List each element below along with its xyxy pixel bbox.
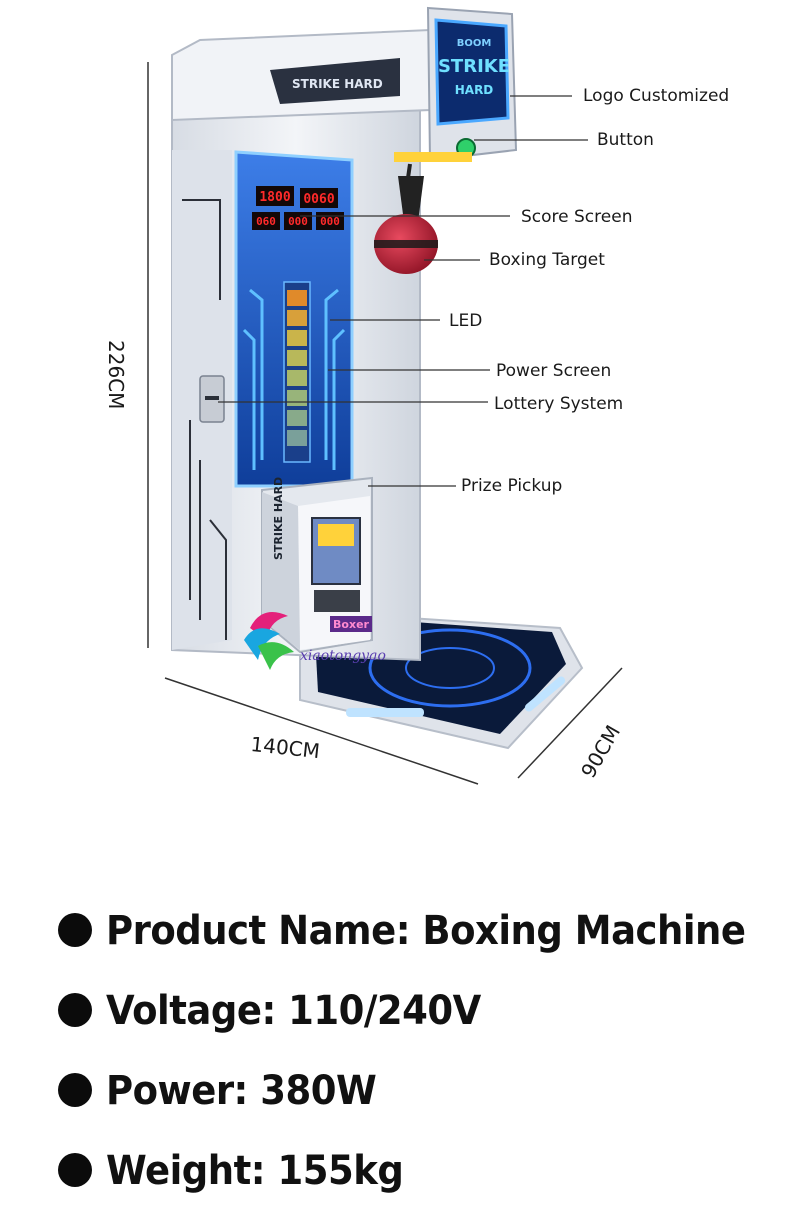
logo-screen: [434, 18, 510, 126]
callout-led: LED: [449, 311, 483, 331]
header-panel-text: STRIKE HARD: [292, 77, 383, 91]
width-dimension-line: [164, 677, 479, 785]
bullet-icon: [58, 993, 92, 1027]
header-panel: [270, 58, 400, 104]
score-punch-3: 000: [320, 215, 340, 228]
lottery-slot-opening: [205, 396, 219, 400]
platform-led-strip-right: [524, 676, 566, 712]
spec-item-voltage: Voltage: 110/240V: [58, 970, 778, 1050]
spec-item-power: Power: 380W: [58, 1050, 778, 1130]
callout-prize-pickup: Prize Pickup: [461, 476, 563, 496]
score-total: 1800: [259, 190, 290, 205]
bullet-icon: [58, 913, 92, 947]
callout-leaders: [218, 95, 588, 487]
logo-text-sub: HARD: [455, 83, 494, 97]
prize-side-text: STRIKE HARD: [272, 477, 285, 560]
callout-score-screen: Score Screen: [521, 207, 633, 227]
boxer-sign: Boxer: [333, 618, 369, 631]
callout-button: Button: [597, 130, 654, 150]
callout-power-screen: Power Screen: [496, 361, 612, 381]
spec-value: 110/240V: [288, 986, 481, 1034]
spec-label: Voltage:: [106, 986, 276, 1034]
score-digit-box: [300, 188, 338, 208]
power-meter: [283, 281, 311, 463]
score-digit-box: [256, 186, 294, 206]
spec-item-weight: Weight: 155kg: [58, 1130, 778, 1210]
dimension-height: 226CM: [104, 340, 128, 410]
bullet-icon: [58, 1073, 92, 1107]
score-highest: 0060: [303, 192, 334, 207]
led-strips: [242, 288, 346, 470]
score-digit-box: [252, 212, 280, 230]
bag-arm: [398, 176, 424, 222]
bag-band: [374, 240, 438, 248]
brand-watermark-logo: [244, 612, 294, 670]
score-punch-2: 000: [288, 215, 308, 228]
score-punch-1: 060: [256, 215, 276, 228]
platform-target-inner: [405, 647, 495, 689]
header-underglow: [394, 152, 472, 162]
spec-label: Product Name:: [106, 906, 411, 954]
spec-value: 380W: [260, 1066, 377, 1114]
platform-led-strip: [346, 708, 424, 717]
spec-label: Power:: [106, 1066, 248, 1114]
spec-item-product-name: Product Name: Boxing Machine: [58, 890, 778, 970]
spec-value: 155kg: [277, 1146, 404, 1194]
prize-pickup-door[interactable]: [314, 590, 360, 612]
bag-mount: [406, 163, 412, 179]
platform-target-ring: [368, 628, 532, 708]
side-decal-lines: [182, 199, 227, 640]
bullet-icon: [58, 1153, 92, 1187]
boxer-sign-bg: [330, 616, 372, 632]
callout-logo-customized: Logo Customized: [583, 86, 730, 106]
logo-text-main: STRIKE: [438, 56, 510, 77]
depth-dimension-line: [517, 667, 623, 779]
spec-list: Product Name: Boxing Machine Voltage: 11…: [58, 890, 778, 1210]
callout-lottery-system: Lottery System: [494, 394, 624, 414]
spec-value: Boxing Machine: [422, 906, 746, 954]
prize-window-logo: [318, 524, 354, 546]
logo-text-top: BOOM: [457, 38, 492, 49]
spec-label: Weight:: [106, 1146, 266, 1194]
boxing-machine-drawing: STRIKE HARD BOOM STRIKE HARD 1800 0060 0…: [147, 6, 623, 785]
prize-cabinet-side: [262, 492, 300, 650]
product-illustration: STRIKE HARD BOOM STRIKE HARD 1800 0060 0…: [104, 6, 730, 785]
watermark-text: xiaotongyao: [300, 648, 386, 664]
callout-boxing-target: Boxing Target: [489, 250, 605, 270]
